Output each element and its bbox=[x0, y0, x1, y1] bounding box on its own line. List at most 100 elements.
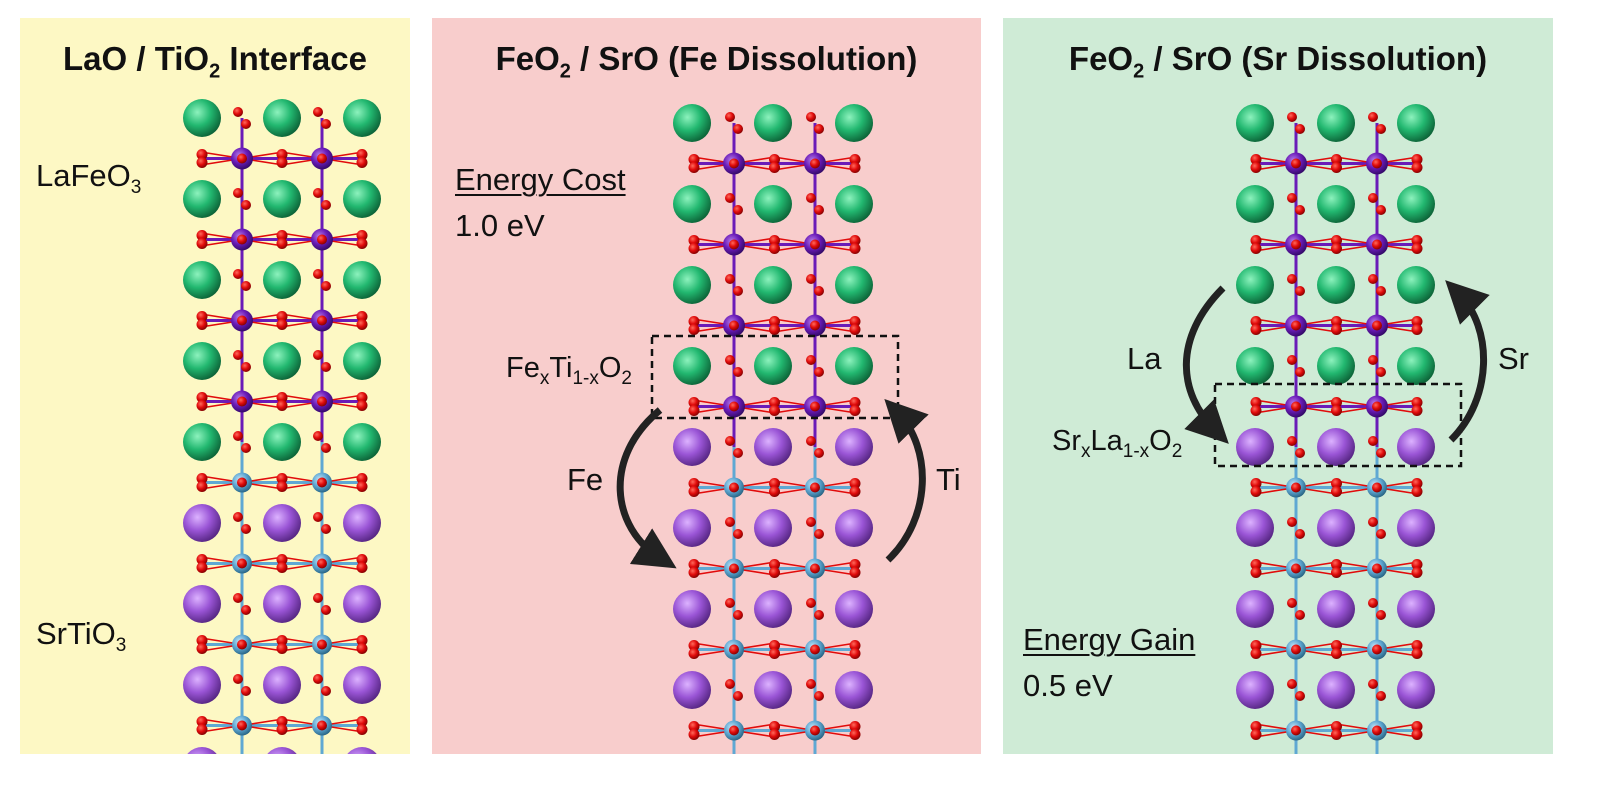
oxygen-atom bbox=[276, 149, 288, 160]
oxygen-atom bbox=[196, 481, 208, 492]
oxygen-atom bbox=[321, 119, 331, 129]
oxygen-atom bbox=[814, 448, 824, 458]
oxygen-atom bbox=[1411, 243, 1423, 254]
oxygen-atom bbox=[1295, 367, 1305, 377]
strontium-atom bbox=[187, 747, 217, 754]
oxygen-atom bbox=[196, 311, 208, 322]
oxygen-atom bbox=[313, 107, 323, 117]
oxygen-atom bbox=[1250, 154, 1262, 165]
oxygen-atom bbox=[1291, 725, 1301, 736]
oxygen-atom bbox=[1372, 239, 1382, 250]
oxygen-atom bbox=[196, 473, 208, 484]
energy-gain-value: 0.5 eV bbox=[1023, 668, 1113, 703]
lanthanum-atom bbox=[263, 342, 301, 380]
oxygen-atom bbox=[769, 729, 780, 740]
lanthanum-atom bbox=[263, 423, 301, 461]
energy-cost-value: 1.0 eV bbox=[455, 208, 545, 243]
strontium-atom bbox=[1236, 590, 1274, 628]
fe-arrow bbox=[616, 407, 677, 569]
oxygen-atom bbox=[196, 392, 208, 403]
panel-title: LaO / TiO2 Interface bbox=[63, 40, 367, 83]
oxygen-atom bbox=[1287, 112, 1297, 122]
oxygen-atom bbox=[729, 725, 739, 736]
oxygen-atom bbox=[356, 562, 368, 573]
oxygen-atom bbox=[688, 559, 700, 570]
oxygen-atom bbox=[769, 405, 780, 416]
oxygen-atom bbox=[1295, 691, 1305, 701]
oxygen-atom bbox=[196, 230, 208, 241]
oxygen-atom bbox=[849, 478, 861, 489]
oxygen-atom bbox=[313, 350, 323, 360]
lanthanum-atom bbox=[1317, 185, 1355, 223]
oxygen-atom bbox=[276, 157, 288, 168]
lanthanum-atom bbox=[835, 104, 873, 142]
lafeo3-label: LaFeO3 bbox=[36, 158, 142, 199]
oxygen-atom bbox=[1295, 286, 1305, 296]
oxygen-atom bbox=[1376, 124, 1386, 134]
oxygen-atom bbox=[313, 431, 323, 441]
energy-cost-label: Energy Cost bbox=[455, 162, 626, 197]
oxygen-atom bbox=[233, 269, 243, 279]
oxygen-atom bbox=[276, 643, 288, 654]
lanthanum-atom bbox=[183, 423, 221, 461]
atoms bbox=[183, 99, 381, 754]
oxygen-atom bbox=[237, 477, 247, 488]
lanthanum-atom bbox=[835, 266, 873, 304]
ti-arrow bbox=[884, 398, 929, 563]
oxygen-atom bbox=[849, 316, 861, 327]
oxygen-atom bbox=[196, 716, 208, 727]
oxygen-atom bbox=[806, 355, 816, 365]
oxygen-atom bbox=[814, 367, 824, 377]
oxygen-atom bbox=[196, 643, 208, 654]
oxygen-atom bbox=[356, 554, 368, 565]
strontium-atom bbox=[347, 747, 377, 754]
oxygen-atom bbox=[1250, 567, 1262, 578]
oxygen-atom bbox=[849, 405, 861, 416]
oxygen-atom bbox=[1331, 316, 1342, 327]
oxygen-atom bbox=[688, 486, 700, 497]
oxygen-atom bbox=[688, 324, 700, 335]
oxygen-atom bbox=[356, 311, 368, 322]
oxygen-atom bbox=[276, 400, 288, 411]
strontium-atom bbox=[343, 666, 381, 704]
oxygen-atom bbox=[321, 605, 331, 615]
oxygen-atom bbox=[356, 643, 368, 654]
oxygen-atom bbox=[1411, 324, 1423, 335]
oxygen-atom bbox=[241, 605, 251, 615]
strontium-atom bbox=[263, 666, 301, 704]
interface-composition-label: FexTi1-xO2 bbox=[506, 352, 632, 389]
oxygen-atom bbox=[1411, 405, 1423, 416]
oxygen-atom bbox=[241, 200, 251, 210]
oxygen-atom bbox=[233, 107, 243, 117]
lanthanum-atom bbox=[183, 261, 221, 299]
oxygen-atom bbox=[1376, 610, 1386, 620]
oxygen-atom bbox=[729, 239, 739, 250]
oxygen-atom bbox=[276, 473, 288, 484]
oxygen-atom bbox=[237, 396, 247, 407]
lanthanum-atom bbox=[263, 180, 301, 218]
oxygen-atom bbox=[1411, 162, 1423, 173]
oxygen-atom bbox=[233, 593, 243, 603]
strontium-atom bbox=[754, 509, 792, 547]
oxygen-atom bbox=[806, 112, 816, 122]
oxygen-atom bbox=[769, 567, 780, 578]
atoms bbox=[1236, 104, 1435, 741]
oxygen-atom bbox=[1331, 397, 1342, 408]
oxygen-atom bbox=[241, 281, 251, 291]
oxygen-atom bbox=[1331, 235, 1342, 246]
sr-arrow bbox=[1445, 280, 1490, 443]
oxygen-atom bbox=[849, 567, 861, 578]
oxygen-atom bbox=[356, 716, 368, 727]
oxygen-atom bbox=[1250, 721, 1262, 732]
oxygen-atom bbox=[241, 443, 251, 453]
oxygen-atom bbox=[1331, 154, 1342, 165]
oxygen-atom bbox=[1372, 320, 1382, 331]
oxygen-atom bbox=[1368, 679, 1378, 689]
strontium-atom bbox=[183, 666, 221, 704]
lanthanum-atom bbox=[1397, 266, 1435, 304]
atoms bbox=[673, 104, 873, 741]
strontium-atom bbox=[754, 428, 792, 466]
oxygen-atom bbox=[317, 153, 327, 164]
oxygen-atom bbox=[733, 286, 743, 296]
oxygen-atom bbox=[1372, 563, 1382, 574]
